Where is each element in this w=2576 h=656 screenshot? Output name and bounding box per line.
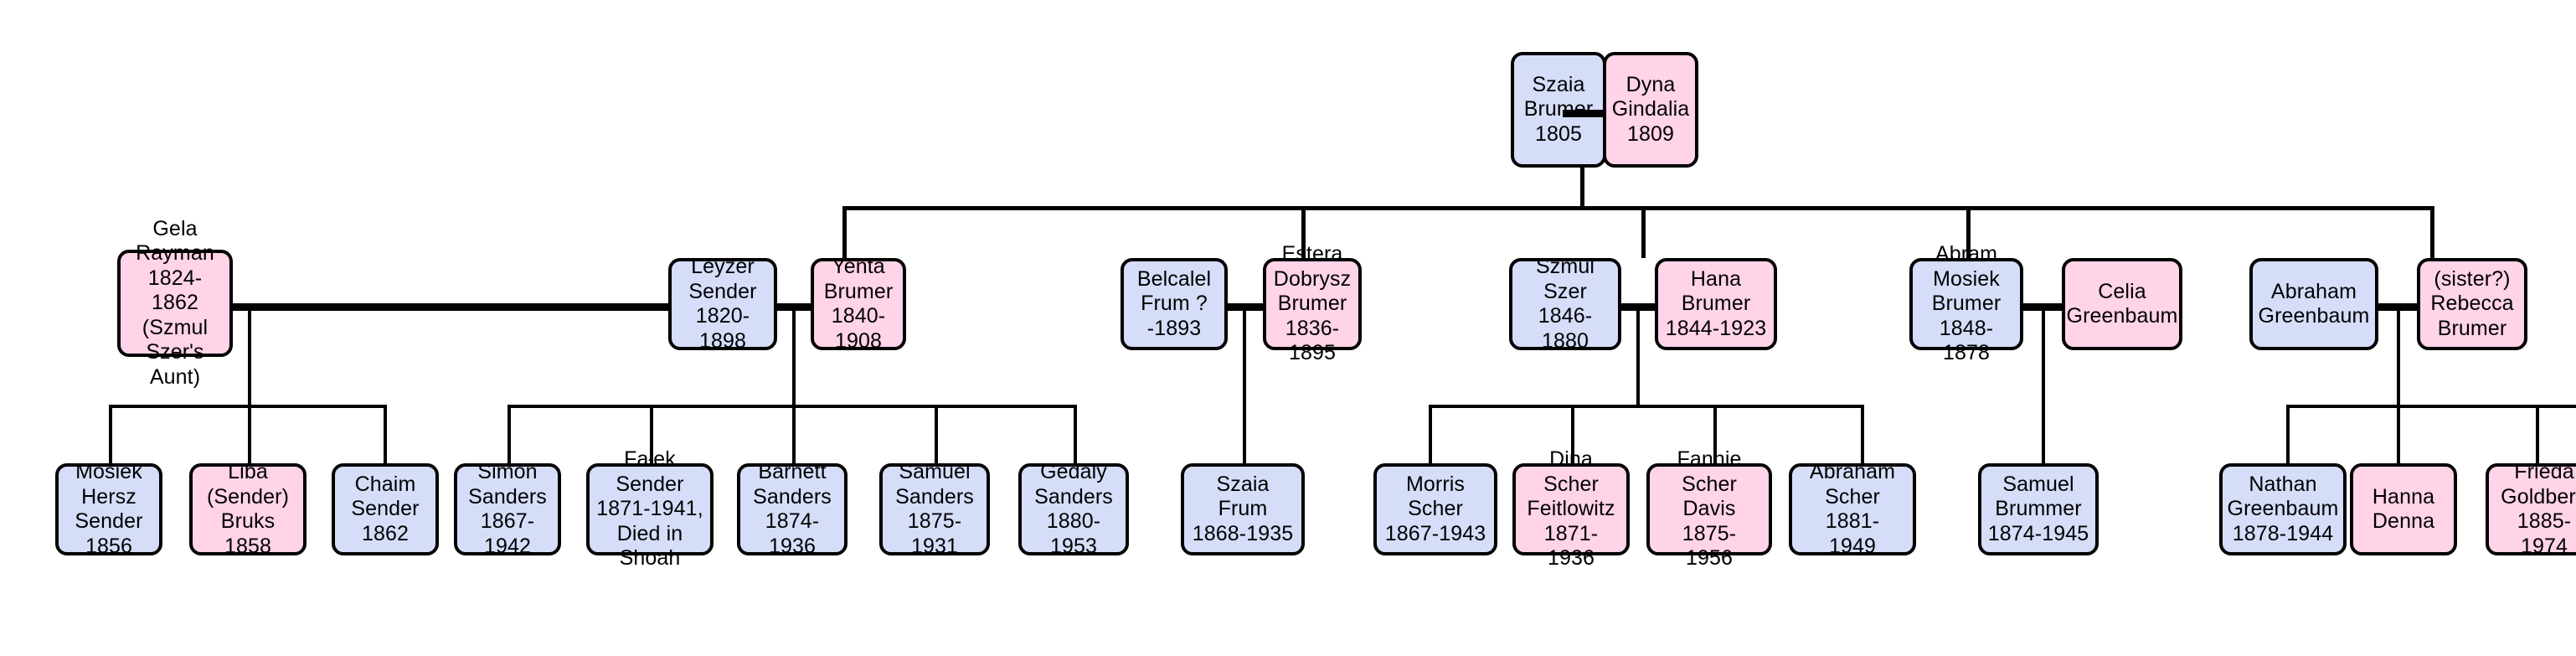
person-node-barnett-sanders[interactable]: Barnett Sanders 1874-1936 (737, 460, 848, 558)
person-node-hanna-denna[interactable]: Hanna Denna (2350, 463, 2457, 555)
person-node-dina-scher-feitlowitz[interactable]: Dina Scher Feitlowitz 1871-1936 (1512, 447, 1630, 570)
gen2-drop-estera (1301, 206, 1306, 258)
gen3-drop-morris-scher (1429, 405, 1432, 465)
gen3-sibling-bar-greenbaum (2286, 405, 2576, 408)
person-node-simon-sanders[interactable]: Simon Sanders 1867-1942 (454, 460, 561, 558)
union-link-abram-celia (2023, 303, 2065, 311)
person-node-frieda-goldberg[interactable]: Frieda Goldberg 1885-1974 (2486, 460, 2576, 558)
person-node-chaim-sender[interactable]: Chaim Sender 1862 (332, 463, 439, 555)
descent-abram-celia (2042, 303, 2045, 467)
gen3-drop-hanna-denna (2397, 405, 2400, 465)
gen3-drop-falek-sender (650, 405, 653, 465)
person-node-celia-greenbaum[interactable]: Celia Greenbaum (2062, 258, 2182, 350)
gen2-drop-yenta (842, 206, 847, 258)
gen2-drop-rebecca (2430, 206, 2434, 258)
union-link-szmul-hana (1618, 303, 1658, 311)
gen3-drop-fannie-scher (1713, 405, 1717, 465)
union-link-abraham-rebecca (2378, 303, 2420, 311)
person-node-morris-scher[interactable]: Morris Scher 1867-1943 (1373, 463, 1497, 555)
person-node-estera-dobrysz-brumer[interactable]: Estera Dobrysz Brumer 1836-1895 (1263, 242, 1362, 364)
descent-gela-leyzer (248, 303, 251, 406)
gen2-drop-abram (1966, 206, 1971, 258)
descent-leyzer-yenta (792, 303, 796, 406)
gen3-sibling-bar-scher (1429, 405, 1864, 408)
person-node-dyna-gindalia[interactable]: Dyna Gindalia 1809 (1603, 52, 1698, 168)
person-node-samuel-sanders[interactable]: Samuel Sanders 1875-1931 (879, 460, 990, 558)
person-node-hana-brumer[interactable]: Hana Brumer 1844-1923 (1655, 258, 1777, 350)
descent-abraham-rebecca (2397, 303, 2400, 406)
gen3-drop-dina-scher (1571, 405, 1574, 465)
gen3-drop-simon-sanders (507, 405, 511, 465)
gen2-drop-hana (1641, 206, 1646, 258)
descent-szmul-hana (1636, 303, 1640, 406)
gen3-drop-barnett-sanders (792, 405, 796, 465)
gen3-drop-samuel-sanders (935, 405, 938, 465)
gen3-drop-chaim-sender (384, 405, 387, 465)
person-node-falek-sender[interactable]: Fałek Sender 1871-1941, Died in Shoah (586, 447, 714, 570)
person-node-szaia-frum[interactable]: Szaia Frum 1868-1935 (1181, 463, 1305, 555)
person-node-abram-mosiek-brumer[interactable]: Abram Mosiek Brumer 1848-1878 (1909, 242, 2023, 364)
person-node-liba-sender-bruks[interactable]: Liba (Sender) Bruks 1858 (189, 460, 307, 558)
union-link-szaia-dyna (1563, 110, 1603, 117)
person-node-fannie-scher-davis[interactable]: Fannie Scher Davis 1875- 1956 (1646, 447, 1772, 570)
gen3-drop-liba-sender-bruks (248, 405, 251, 465)
person-node-leyzer-sender[interactable]: Leyzer Sender 1820-1898 (668, 255, 777, 353)
descent-belcalel-estera (1243, 303, 1246, 467)
union-link-gela-leyzer (229, 303, 672, 311)
gen3-drop-frieda-goldberg-fix (2536, 405, 2539, 465)
gen3-drop-mosiek-hersz-sender (109, 405, 112, 465)
person-node-gedaly-sanders[interactable]: Gedaly Sanders 1880-1953 (1018, 460, 1129, 558)
gen3-drop-gedaly-sanders (1074, 405, 1077, 465)
person-node-yenta-brumer[interactable]: Yenta Brumer 1840-1908 (811, 255, 906, 353)
person-node-mosiek-hersz-sender[interactable]: Mosiek Hersz Sender 1856 (55, 460, 162, 558)
person-node-abraham-greenbaum[interactable]: Abraham Greenbaum (2249, 258, 2378, 350)
person-node-rebecca-brumer[interactable]: (sister?) Rebecca Brumer (2417, 258, 2527, 350)
person-node-nathan-greenbaum[interactable]: Nathan Greenbaum 1878-1944 (2219, 463, 2347, 555)
union-link-belcalel-estera (1224, 303, 1266, 311)
person-node-samuel-brummer[interactable]: Samuel Brummer 1874-1945 (1978, 463, 2099, 555)
union-link-leyzer-yenta (774, 303, 814, 311)
gen2-sibling-bar (842, 206, 2434, 210)
person-node-abraham-scher[interactable]: Abraham Scher 1881- 1949 (1789, 460, 1916, 558)
person-node-szmul-szer[interactable]: Szmul Szer 1846-1880 (1509, 255, 1621, 353)
person-node-belcalel-frum[interactable]: Belcalel Frum ?-1893 (1121, 258, 1228, 350)
gen3-drop-nathan-greenbaum (2286, 405, 2290, 465)
person-node-gela-rayman[interactable]: Gela Rayman 1824-1862 (Szmul Szer's Aunt… (117, 217, 233, 389)
gen3-drop-abraham-scher (1861, 405, 1864, 465)
